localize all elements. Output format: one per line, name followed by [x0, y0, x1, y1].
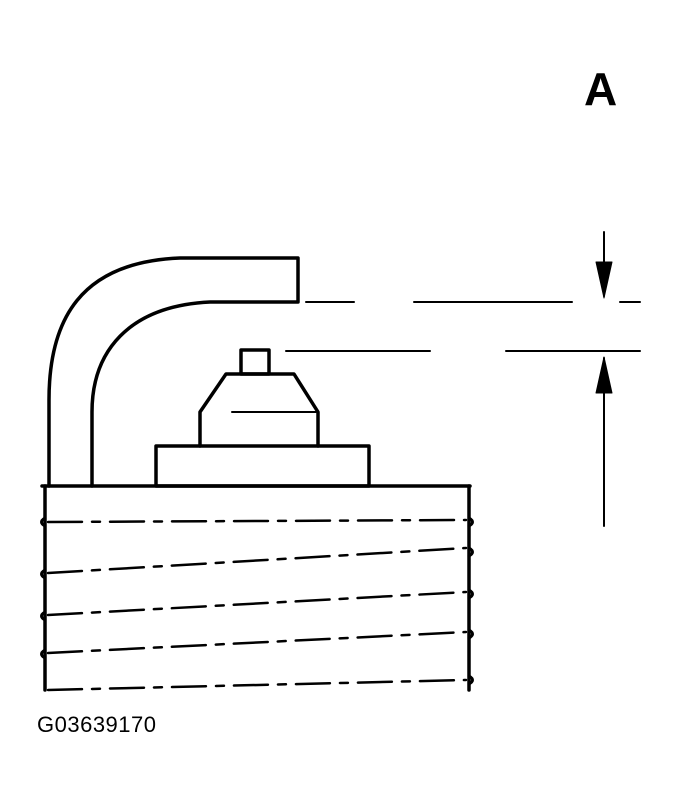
threaded-body — [40, 484, 474, 692]
thread-lines — [46, 518, 468, 692]
dimension-label: A — [584, 63, 618, 115]
shell-step — [154, 444, 371, 488]
center-electrode-tip — [239, 348, 271, 376]
arrow-down-icon — [595, 261, 613, 299]
ground-electrode — [47, 256, 300, 488]
dimension-lines — [285, 231, 641, 527]
arrow-up-icon — [595, 356, 613, 394]
insulator-nose — [198, 372, 320, 448]
figure-code: G03639170 — [37, 712, 157, 737]
